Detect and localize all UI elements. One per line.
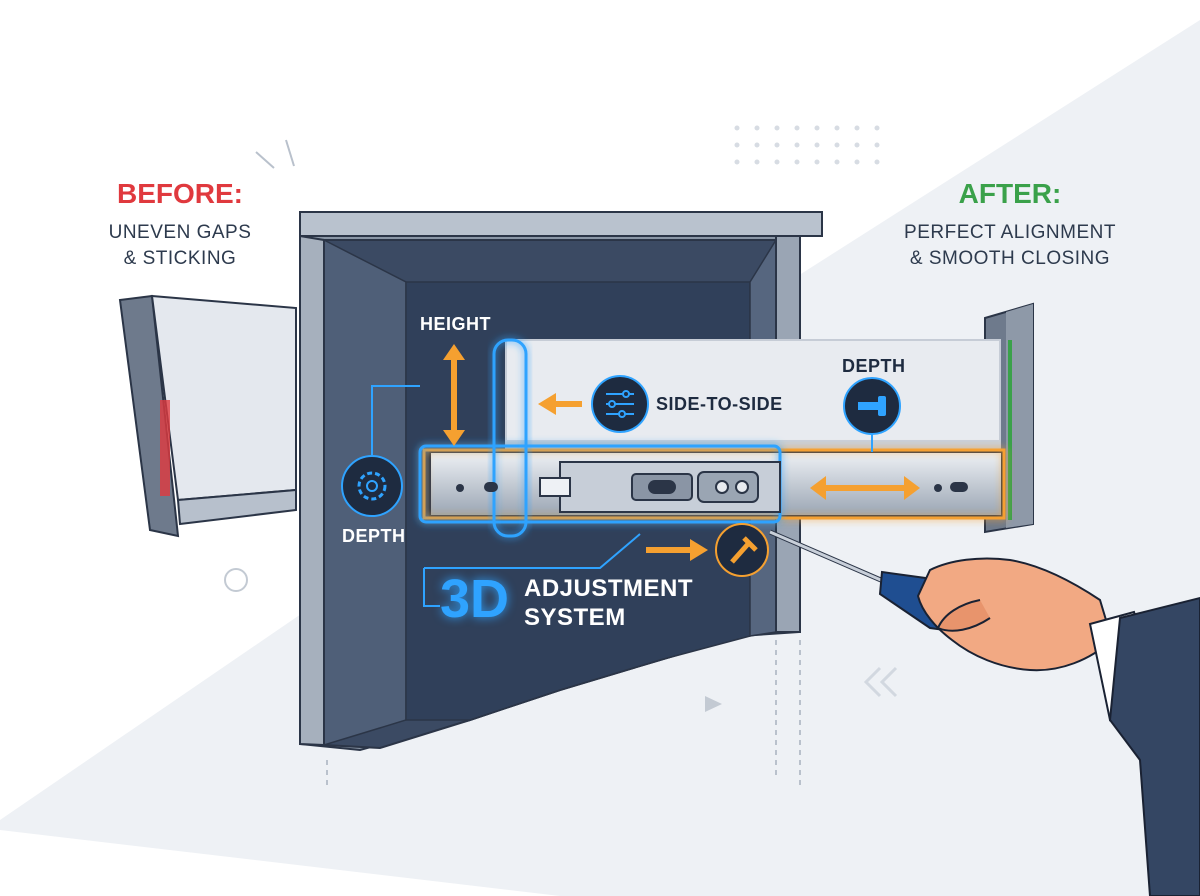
gear-icon [341, 455, 403, 517]
after-line-1: PERFECT ALIGNMENT [904, 222, 1116, 243]
depth-arrow [810, 476, 920, 500]
after-description: PERFECT ALIGNMENT & SMOOTH CLOSING [880, 220, 1140, 272]
height-arrow [443, 344, 465, 446]
depth-label-left: DEPTH [342, 526, 406, 546]
callout-lines [371, 385, 873, 607]
screw-icon [843, 377, 901, 435]
before-line-1: UNEVEN GAPS [108, 222, 252, 243]
screw-icon [715, 523, 769, 577]
after-line-2: & SMOOTH CLOSING [909, 248, 1111, 269]
system-caption: ADJUSTMENT SYSTEM [524, 574, 693, 632]
depth-label-right: DEPTH [842, 356, 906, 376]
system-line-2: SYSTEM [524, 604, 626, 631]
after-heading: AFTER: [958, 178, 1062, 209]
before-description: UNEVEN GAPS & STICKING [90, 220, 270, 272]
system-line-1: ADJUSTMENT [524, 575, 694, 602]
hand-icon [916, 557, 1200, 896]
system-3d-label: 3D [440, 569, 510, 629]
sliders-icon [591, 375, 649, 433]
before-line-2: & STICKING [123, 248, 237, 269]
before-heading: BEFORE: [117, 178, 243, 209]
height-label: HEIGHT [420, 314, 492, 334]
runner-rail [418, 338, 1006, 538]
before-drawer [118, 294, 297, 538]
screw-arrow [646, 539, 708, 561]
side-to-side-arrow [538, 393, 582, 415]
side-to-side-label: SIDE-TO-SIDE [656, 394, 783, 414]
